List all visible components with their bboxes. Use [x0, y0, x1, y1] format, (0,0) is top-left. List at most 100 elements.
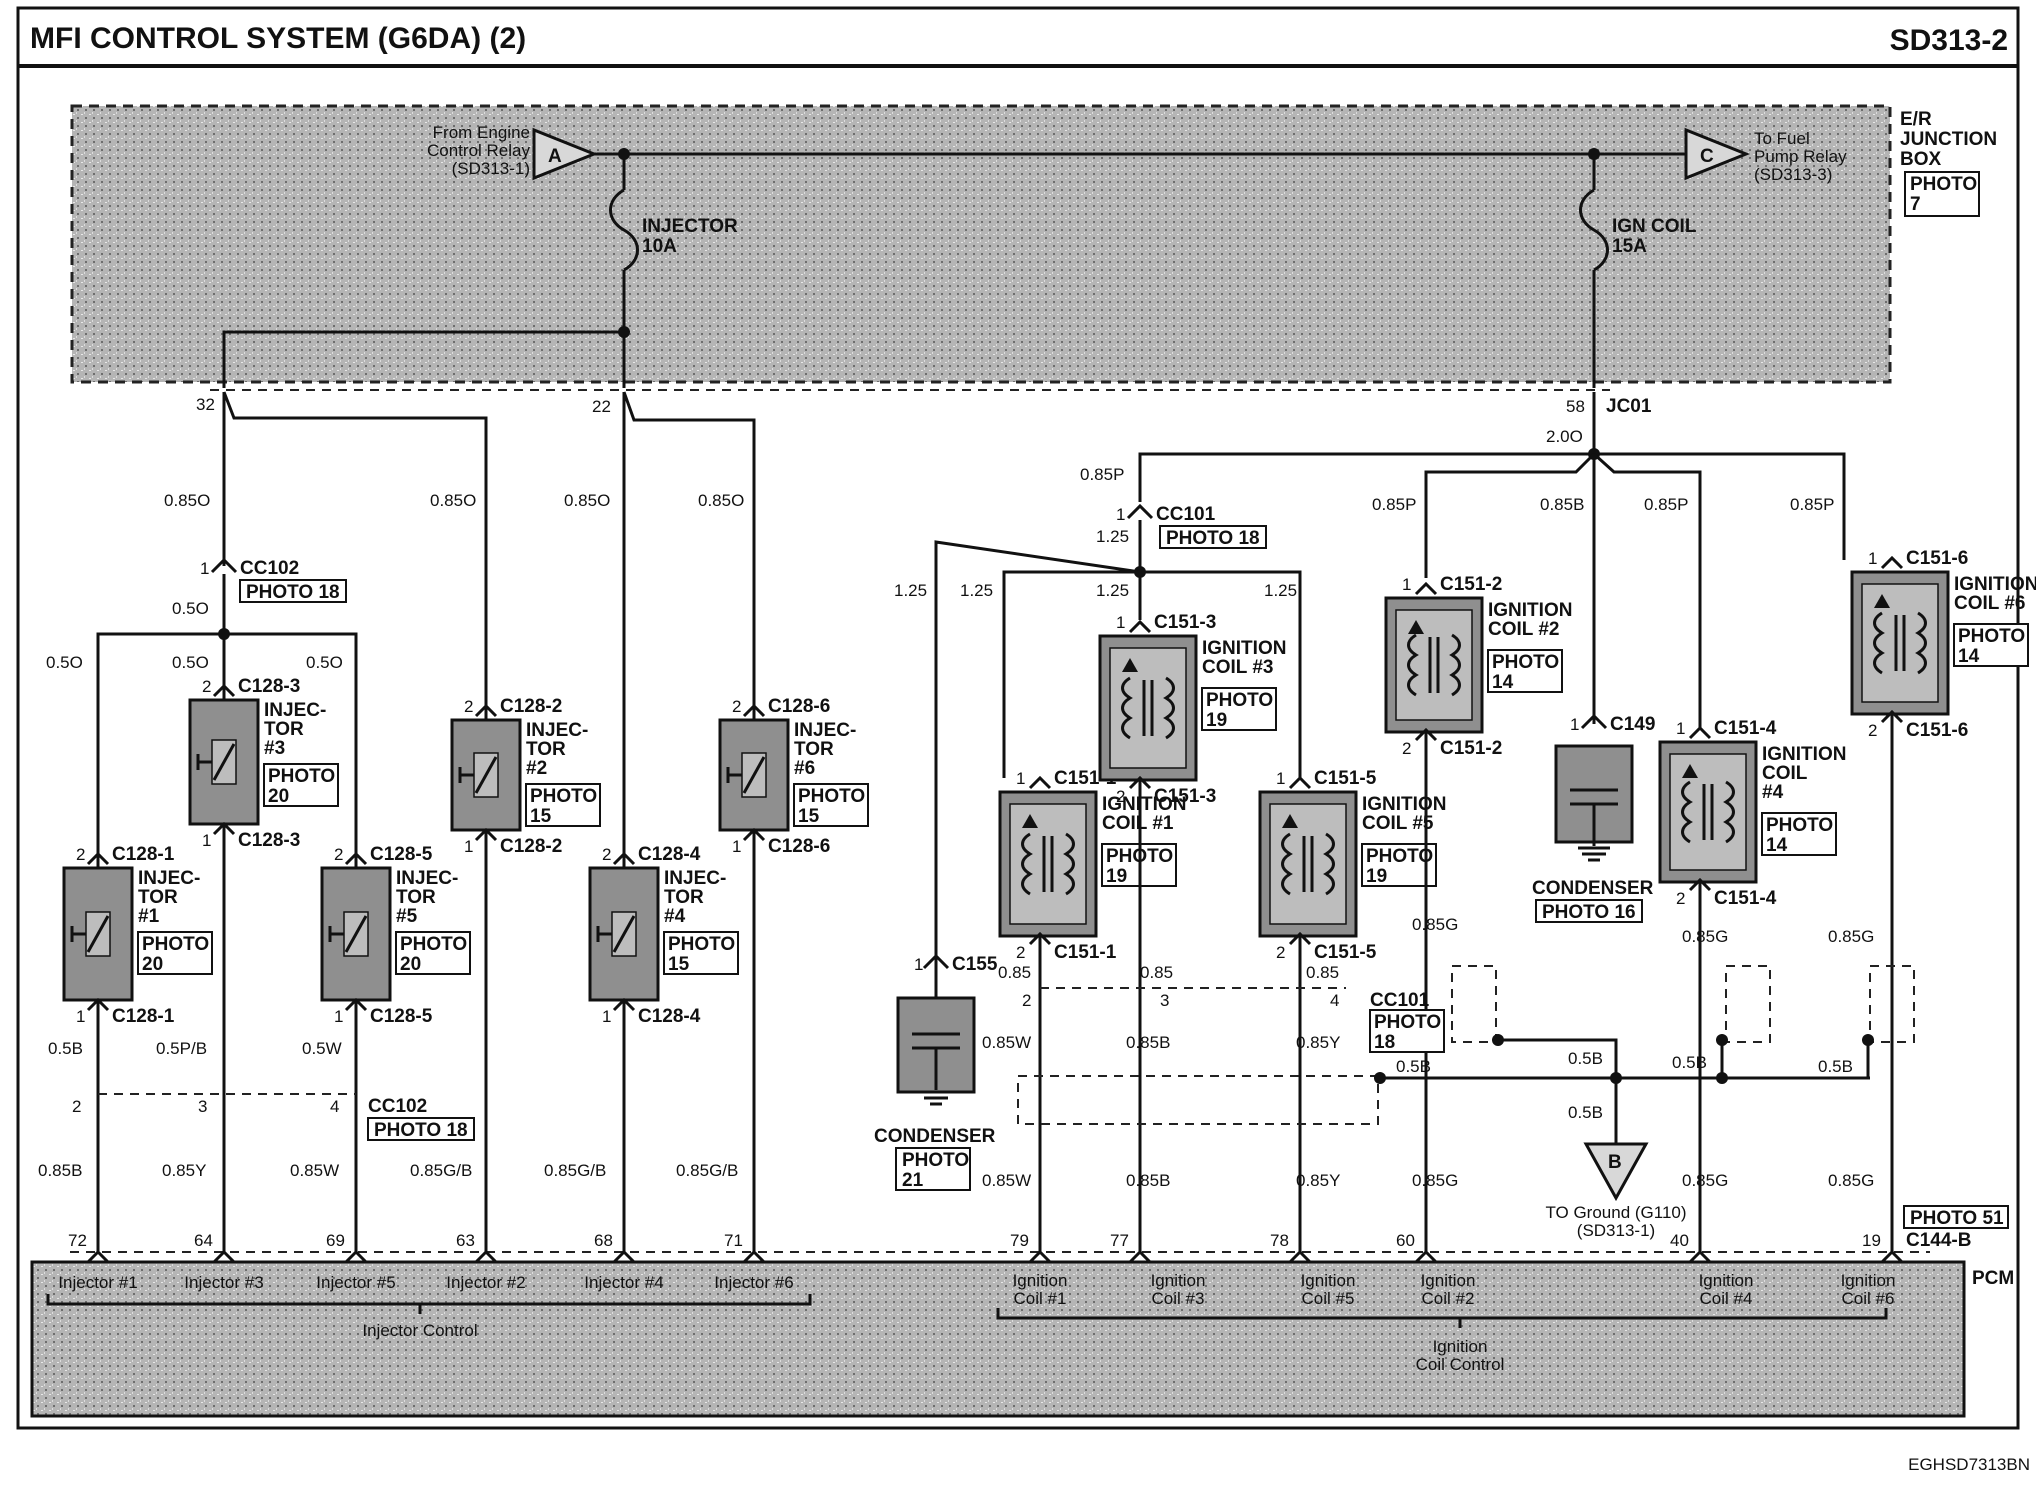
cc102-bottom-photo: PHOTO 18 [374, 1120, 468, 1141]
wire-label: 1.25 [894, 581, 927, 600]
injector-title: INJEC-TOR#1 [138, 868, 200, 927]
coil-connector-bottom: C151-1 [1054, 942, 1117, 963]
pcm-pin-number: 69 [326, 1231, 345, 1250]
coil-pin-bottom: 2 [1016, 943, 1025, 962]
cc101-top-name: CC101 [1156, 504, 1216, 525]
cc102-bottom-photo-box [367, 1117, 475, 1141]
wire-label: 0.85G [1682, 1171, 1728, 1190]
condenser-2-photo: PHOTO 16 [1542, 902, 1636, 923]
injector-feed-wire [222, 330, 624, 388]
connector-chevron [474, 827, 498, 842]
cc101-bottom-photo-box [1369, 1009, 1445, 1053]
injector-connector-top: C128-4 [638, 844, 701, 865]
shield-dashed-box [1451, 965, 1497, 1043]
condenser-1-ground-icon [920, 1090, 952, 1106]
connector-chevron [1128, 775, 1152, 790]
connector-chevron [1414, 581, 1438, 596]
wire-label: 0.85P [1372, 495, 1416, 514]
solenoid-core [328, 926, 344, 942]
coil-pin-top: 1 [1276, 769, 1285, 788]
cc102-bottom-pin-2: 2 [72, 1097, 81, 1116]
coil-connector-bottom: C151-3 [1154, 786, 1216, 807]
wire-label: 0.85P [1644, 495, 1688, 514]
connector-chevron [742, 827, 766, 842]
cc102-bottom-pin-4: 4 [330, 1097, 339, 1116]
wire-label: 0.85 [1306, 963, 1339, 982]
connector-chevron [612, 851, 636, 866]
wire-ign-right [1594, 452, 1846, 560]
c155-pin: 1 [914, 955, 923, 974]
c155-chevron [922, 953, 950, 970]
connector-chevron [86, 997, 110, 1012]
cc102-bottom-name: CC102 [368, 1096, 427, 1117]
coil-winding-icon [1915, 611, 1927, 675]
coil-pin-bottom: 2 [1402, 739, 1411, 758]
coil-photo-box [1201, 687, 1277, 731]
junction-dot [1610, 1072, 1622, 1084]
coil-pin-top: 1 [1116, 613, 1125, 632]
wire-label: 0.85G [1412, 915, 1458, 934]
connector-jc01: JC01 [1606, 396, 1652, 417]
pcm-pin-number: 64 [194, 1231, 213, 1250]
cc101-top-chevron [1126, 503, 1154, 520]
connector-a-triangle [532, 127, 599, 181]
pcm-injector-output: Injector #6 [714, 1273, 793, 1292]
pcm-connector: C144-B [1906, 1230, 1971, 1251]
header-frame [16, 6, 2020, 1430]
coil-photo-box [1761, 812, 1837, 856]
wire-ign-left [1138, 452, 1594, 502]
connector-chevron [86, 851, 110, 866]
coil-connector-top: C151-6 [1906, 548, 1968, 569]
coil-connector-top: C151-4 [1714, 718, 1777, 739]
injector-pin-bottom: 1 [732, 837, 741, 856]
pcm-pin-chevron [344, 1249, 368, 1264]
junction-dot [1862, 1034, 1874, 1046]
solenoid-core [196, 754, 212, 770]
wire-label: 0.5B [1568, 1049, 1603, 1068]
coil-pin-bottom: 2 [1868, 721, 1877, 740]
pcm-photo-box [1903, 1205, 2009, 1229]
shield-dashed-box [1869, 965, 1915, 1043]
page-title: MFI CONTROL SYSTEM (G6DA) (2) [30, 22, 526, 55]
pcm-pin-number: 63 [456, 1231, 475, 1250]
cc102-top-chevron [210, 557, 238, 574]
wire-label: 0.85P [1080, 465, 1124, 484]
coil-winding-icon [1323, 832, 1335, 896]
wire-label: 1.25 [960, 581, 993, 600]
page-code: SD313-2 [1890, 24, 2008, 57]
junction-dot [1374, 1072, 1386, 1084]
connector-chevron [1028, 775, 1052, 790]
pcm-pin-chevron [1128, 1249, 1152, 1264]
wire-label: 1.25 [1096, 581, 1129, 600]
coil-winding-icon [1873, 611, 1885, 675]
solenoid-slash [612, 915, 636, 953]
connector-chevron [1688, 725, 1712, 740]
ground-b-label: TO Ground (G110)(SD313-1) [1545, 1203, 1686, 1240]
junction-dot [1716, 1072, 1728, 1084]
wire-label: 0.85Y [162, 1161, 206, 1180]
connector-chevron [612, 997, 636, 1012]
connector-chevron [474, 703, 498, 718]
coil-winding-icon [1449, 633, 1461, 697]
junction-box-photo-box [1904, 171, 1980, 217]
wire-label: 0.85P [1790, 495, 1834, 514]
wire-label: 0.85W [290, 1161, 339, 1180]
ign-fuse-symbol [1579, 188, 1609, 272]
wire-label: 0.85Y [1296, 1033, 1340, 1052]
injector-connector-bottom: C128-6 [768, 836, 830, 857]
